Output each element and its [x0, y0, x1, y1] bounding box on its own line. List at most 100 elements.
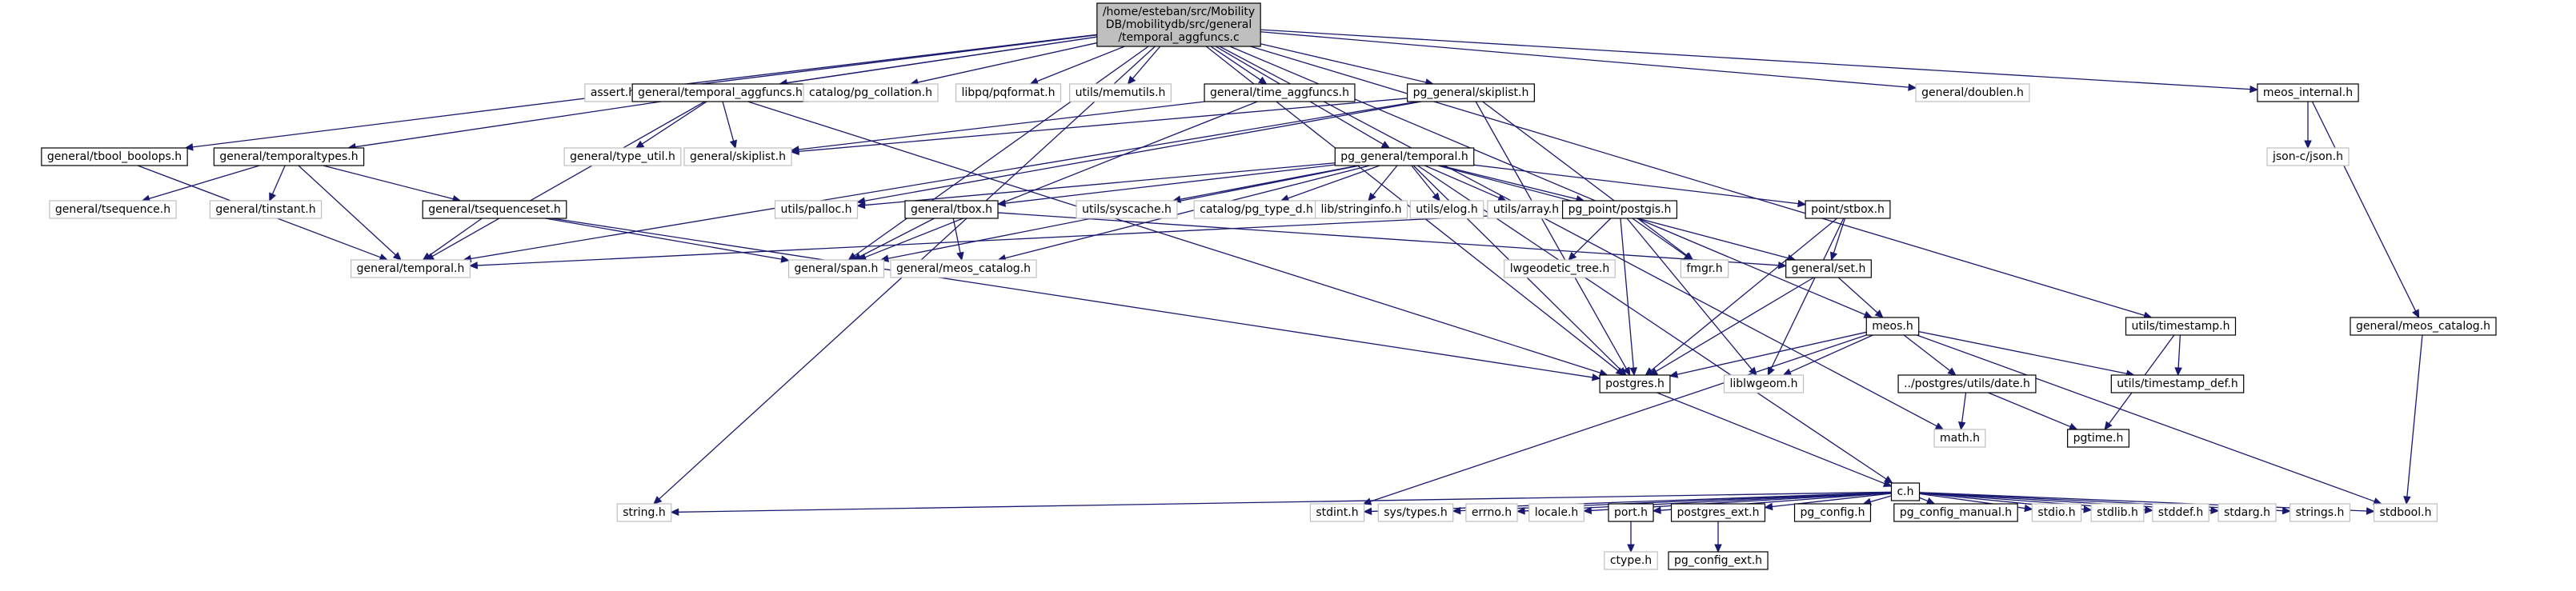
- node-label: general/span.h: [795, 262, 879, 275]
- node-box: [2031, 503, 2082, 522]
- node-temporaltypes[interactable]: general/temporaltypes.h: [213, 147, 365, 166]
- node-box: [1096, 2, 1261, 47]
- node-pg-config-ext[interactable]: pg_config_ext.h: [1668, 551, 1769, 570]
- node-label: pgtime.h: [2073, 432, 2124, 445]
- node-meos-internal[interactable]: meos_internal.h: [2257, 83, 2359, 102]
- node-label: general/temporaltypes.h: [219, 150, 358, 163]
- node-postgres-ext[interactable]: postgres_ext.h: [1670, 503, 1766, 522]
- node-box: [49, 200, 177, 219]
- node-label: general/tbool_boolops.h: [47, 150, 182, 163]
- node-box: [616, 503, 672, 522]
- node-syscache: utils/syscache.h: [1076, 200, 1178, 219]
- node-box: [2217, 503, 2277, 522]
- node-tbool-boolops[interactable]: general/tbool_boolops.h: [41, 147, 188, 166]
- edge-tbox-to-meos_catalog_g: [952, 218, 964, 262]
- edge-c_h-to-string_h: [670, 491, 1892, 517]
- node-pg-point-postgis[interactable]: pg_point/postgis.h: [1561, 200, 1678, 219]
- edge-postgres_ext-to-pg_config_ext: [1714, 521, 1722, 553]
- node-general-temporal: general/temporal.h: [351, 259, 471, 278]
- edge-stbox-to-postgres_h: [1645, 218, 1837, 376]
- node-box: [1528, 503, 1584, 522]
- node-layer: /home/esteban/src/MobilityDB/mobilitydb/…: [41, 2, 2497, 570]
- node-box: [1309, 503, 1365, 522]
- node-postgres-h[interactable]: postgres.h: [1599, 374, 1671, 393]
- node-label: strings.h: [2296, 506, 2345, 519]
- node-box: [1504, 259, 1616, 278]
- node-box: [422, 200, 567, 219]
- edge-temporaltypes-to-tsequenceset: [323, 165, 462, 203]
- node-label: general/doublen.h: [1921, 86, 2024, 99]
- node-pg-temporal[interactable]: pg_general/temporal.h: [1334, 147, 1475, 166]
- node-pg-config-manual[interactable]: pg_config_manual.h: [1893, 503, 2018, 522]
- node-label: utils/syscache.h: [1082, 203, 1172, 216]
- node-root[interactable]: /home/esteban/src/MobilityDB/mobilitydb/…: [1096, 2, 1261, 47]
- node-temporal-aggfuncs-h[interactable]: general/temporal_aggfuncs.h: [631, 83, 809, 102]
- node-timestamp-def[interactable]: utils/timestamp_def.h: [2110, 374, 2245, 393]
- node-label: catalog/pg_type_d.h: [1200, 203, 1313, 216]
- node-label: /home/esteban/src/Mobility: [1103, 6, 1255, 18]
- node-pg-type-d: catalog/pg_type_d.h: [1193, 200, 1320, 219]
- node-pg-skiplist[interactable]: pg_general/skiplist.h: [1407, 83, 1535, 102]
- node-box: [1561, 200, 1678, 219]
- edge-pg_point_postgis-to-lwgeodetic_tree: [1568, 218, 1612, 261]
- edge-root-to-time_aggfuncs: [1210, 46, 1268, 85]
- edge-temporal_aggfuncs_h-to-general_skiplist: [722, 101, 738, 150]
- node-stbox[interactable]: point/stbox.h: [1805, 200, 1891, 219]
- node-label: meos.h: [1872, 320, 1913, 333]
- node-label: utils/memutils.h: [1076, 86, 1166, 99]
- node-box: [890, 259, 1037, 278]
- node-label: general/tsequenceset.h: [428, 203, 561, 216]
- node-pgtime[interactable]: pgtime.h: [2067, 429, 2129, 448]
- node-box: [1465, 503, 1518, 522]
- node-tbox[interactable]: general/tbox.h: [904, 200, 999, 219]
- node-label: liblwgeom.h: [1729, 377, 1797, 390]
- node-label: general/meos_catalog.h: [896, 262, 1031, 275]
- edge-root-to-meos_internal: [1260, 29, 2259, 94]
- node-label: general/type_util.h: [570, 150, 675, 163]
- node-locale: locale.h: [1528, 503, 1584, 522]
- edge-utils_timestamp-to-timestamp_def: [2174, 334, 2182, 377]
- edge-c_h-to-pg_config_manual: [1919, 497, 1936, 505]
- edge-temporaltypes-to-tsequence: [141, 165, 260, 202]
- edge-pg_skiplist-to-postgres_h: [1475, 101, 1631, 377]
- node-port-h[interactable]: port.h: [1608, 503, 1654, 522]
- edge-pg_point_postgis-to-general_temporal: [469, 211, 1563, 270]
- edge-temporaltypes-to-general_temporal: [298, 165, 402, 261]
- node-general-meos-catalog[interactable]: general/meos_catalog.h: [2350, 317, 2497, 336]
- node-pqformat: libpq/pqformat.h: [955, 83, 1062, 102]
- node-meos-h[interactable]: meos.h: [1865, 317, 1920, 336]
- node-box: [774, 200, 859, 219]
- node-general-set[interactable]: general/set.h: [1785, 259, 1872, 278]
- node-box: [1409, 200, 1484, 219]
- node-box: [1407, 83, 1535, 102]
- edge-tbox-to-span: [852, 218, 935, 261]
- node-c-h[interactable]: c.h: [1890, 482, 1921, 501]
- node-box: [2373, 503, 2438, 522]
- node-array: utils/array.h: [1487, 200, 1565, 219]
- edge-c_h-to-postgres_ext: [1764, 493, 1892, 511]
- node-doublen: general/doublen.h: [1915, 83, 2030, 102]
- node-strings: strings.h: [2289, 503, 2351, 522]
- node-box: [1204, 83, 1356, 102]
- node-string-h: string.h: [616, 503, 672, 522]
- node-box: [563, 147, 682, 166]
- node-label: general/time_aggfuncs.h: [1210, 86, 1349, 99]
- edge-time_aggfuncs-to-general_skiplist: [790, 101, 1205, 154]
- node-tsequenceset[interactable]: general/tsequenceset.h: [422, 200, 567, 219]
- node-utils-timestamp[interactable]: utils/timestamp.h: [2125, 317, 2237, 336]
- node-box: [1890, 482, 1921, 501]
- edge-general_set-to-postgres_h: [1649, 277, 1814, 376]
- node-label: ctype.h: [1610, 554, 1652, 567]
- node-time-aggfuncs[interactable]: general/time_aggfuncs.h: [1204, 83, 1356, 102]
- node-label: general/set.h: [1792, 262, 1866, 275]
- node-label: pg_config_ext.h: [1674, 554, 1762, 567]
- node-label: lib/stringinfo.h: [1321, 203, 1402, 216]
- node-label: stddef.h: [2158, 506, 2203, 519]
- node-box: [1599, 374, 1671, 393]
- node-label: libpq/pqformat.h: [962, 86, 1056, 99]
- node-pg-config[interactable]: pg_config.h: [1793, 503, 1872, 522]
- node-pg-utils-date[interactable]: ../postgres/utils/date.h: [1897, 374, 2037, 393]
- node-label: fmgr.h: [1686, 262, 1722, 275]
- node-label: pg_general/skiplist.h: [1413, 86, 1529, 99]
